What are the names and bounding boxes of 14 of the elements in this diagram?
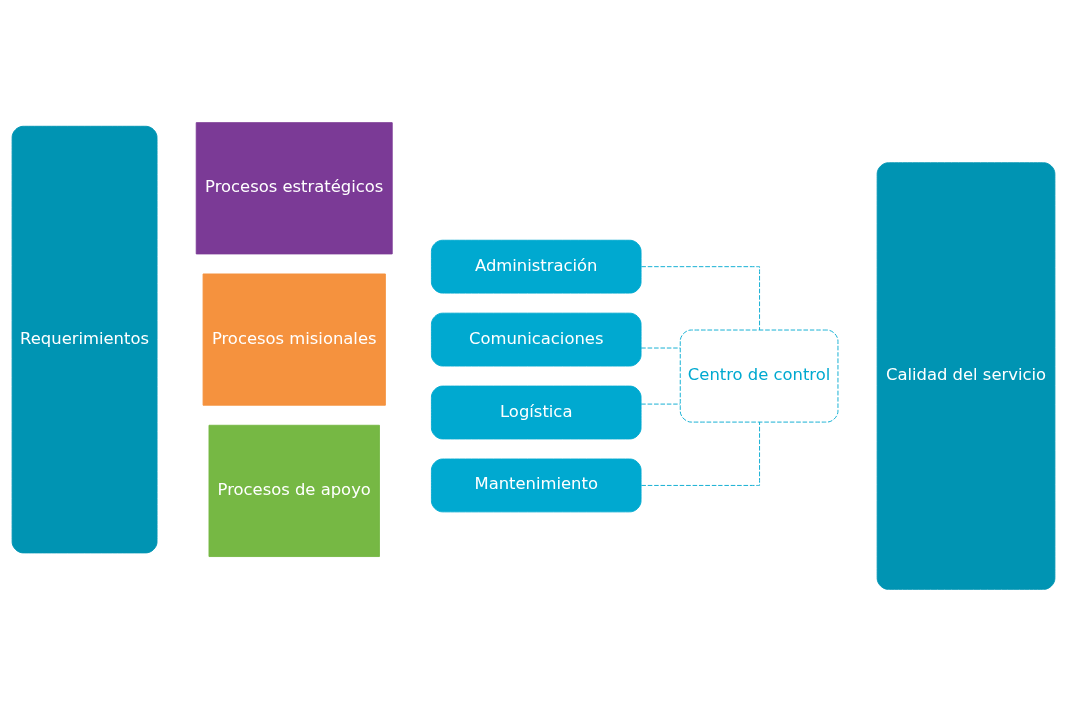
connector: [640, 266, 760, 331]
node-box: Logística: [430, 385, 642, 440]
node-box: Procesos de apoyo: [208, 424, 380, 557]
node-box: Comunicaciones: [430, 312, 642, 367]
node-box: Requerimientos: [11, 125, 158, 554]
node-box: Procesos misionales: [202, 273, 386, 406]
node-box: Procesos estratégicos: [195, 122, 393, 255]
node-box: Calidad del servicio: [876, 162, 1056, 590]
connector: [640, 421, 760, 486]
connector: [640, 403, 681, 405]
node-box: Centro de control: [679, 329, 839, 423]
node-box: Administración: [430, 239, 642, 294]
node-box: Mantenimiento: [430, 458, 642, 513]
connector: [640, 347, 681, 349]
